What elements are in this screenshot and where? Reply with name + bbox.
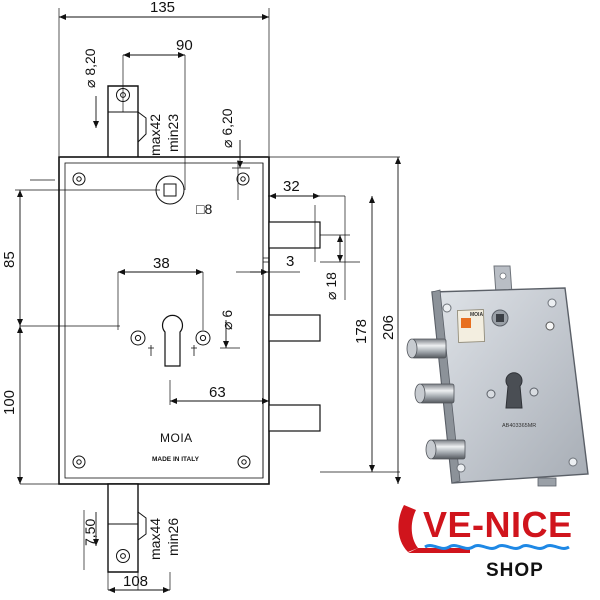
dim-overall-width: 135 [150,0,175,16]
dim-bolt-diameter: ⌀ 18 [323,272,339,300]
photo-label-brand: MOIA [470,312,483,318]
photo-label-code: AB403365MR [502,423,536,429]
bottom-hook-plate [107,483,147,573]
dim-hook-top-min: min23 [165,114,181,152]
dim-hook-span: 90 [176,37,193,54]
dim-upper-height: 85 [1,251,18,268]
bottom-hook-hole [116,549,130,563]
lock-product-photo: MOIA AB403365MR [406,265,589,487]
dim-hook-top-max: max42 [147,114,163,156]
dim-hook-bottom-max: max44 [147,518,163,560]
dim-bolt-projection: 32 [283,178,300,195]
lock-technical-drawing [15,8,401,593]
cylinder-keyhole [130,314,211,367]
dimension-labels: 135 90 ⌀ 8,20 max42 min23 ⌀ 6,20 □8 32 3… [1,0,397,590]
dim-bolt-span: 178 [353,319,370,344]
dim-hook-bottom-min: min26 [165,518,181,556]
mounting-holes [72,172,251,469]
logo-sub-text: SHOP [486,560,544,581]
dim-overall-height: 206 [380,315,397,340]
dim-hook-hole-top: ⌀ 8,20 [82,48,98,88]
dim-cylinder-span: 38 [153,255,170,272]
logo-wave-icon [424,544,570,550]
dim-bolt-offset: 3 [286,253,294,270]
dim-backset: 63 [209,384,226,401]
top-hook-plate [107,85,147,159]
logo-swoosh-icon [398,505,418,552]
case-brand-origin: MADE IN ITALY [152,456,200,463]
ve-nice-shop-logo: VE-NICE SHOP [398,504,572,581]
dimension-lines [17,14,401,593]
dim-cylinder-hole: ⌀ 6 [219,310,235,330]
dim-mount-hole: ⌀ 6,20 [219,108,235,148]
photo-bolts [406,338,466,460]
dim-bottom-width: 108 [123,573,148,590]
dim-square-drive: □8 [196,201,212,217]
case-brand-name: MOIA [160,431,193,445]
dim-lower-height: 100 [1,390,18,415]
logo-main-text: VE-NICE [423,504,573,545]
dim-hook-hole-bottom: 7,50 [82,519,98,546]
lock-bolts [263,221,321,432]
